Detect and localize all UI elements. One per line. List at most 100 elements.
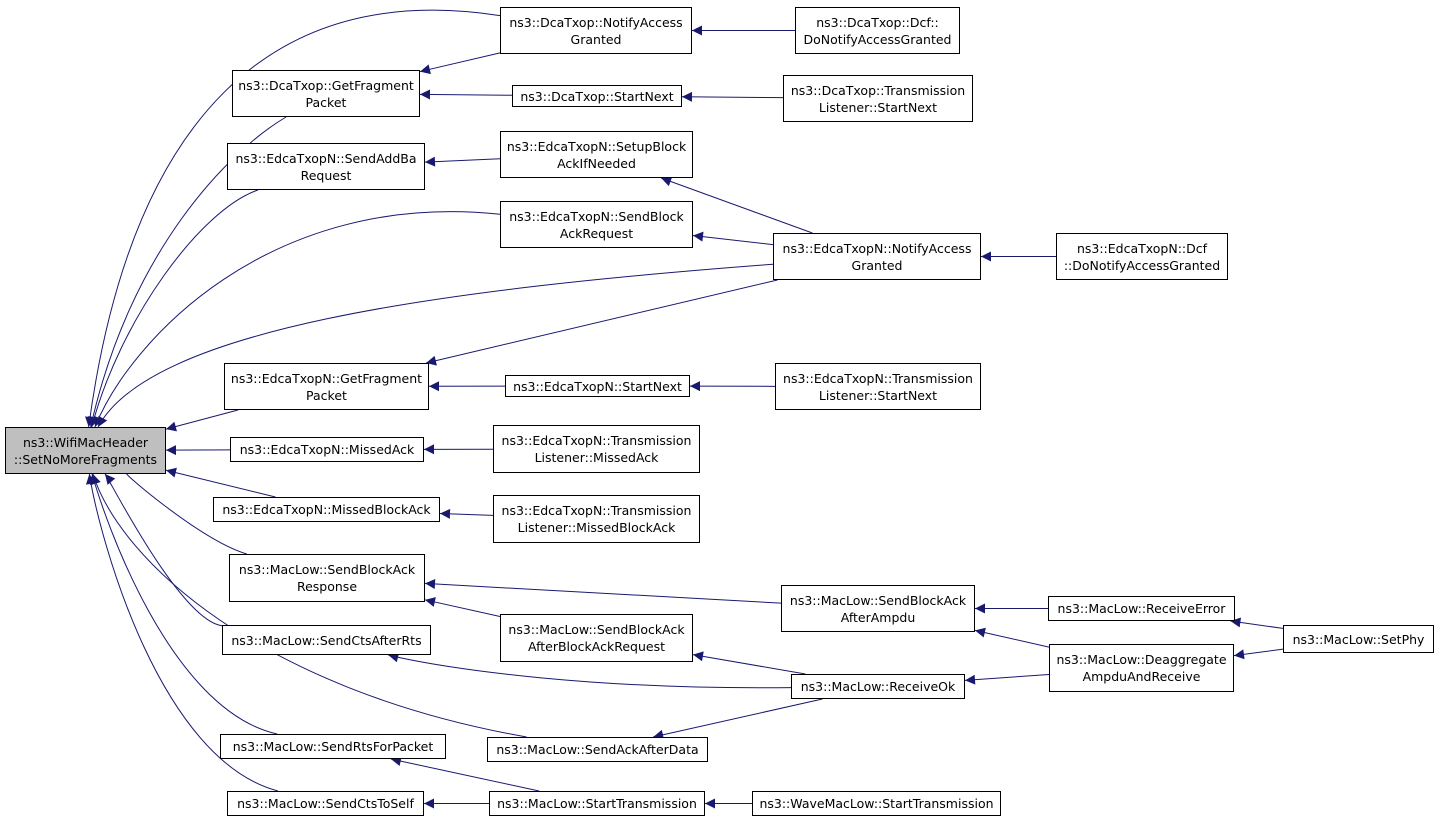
node-ml_sendctsafterrts[interactable]: ns3::MacLow::SendCtsAfterRts bbox=[222, 625, 431, 655]
node-ml_sendctstoself[interactable]: ns3::MacLow::SendCtsToSelf bbox=[227, 791, 424, 816]
node-root[interactable]: ns3::WifiMacHeader::SetNoMoreFragments bbox=[5, 427, 166, 474]
call-edge-ml_sendctstoself-to-root bbox=[85, 473, 279, 792]
node-label-line: ns3::EdcaTxopN::Dcf bbox=[1076, 240, 1208, 256]
node-edca_missedblockack[interactable]: ns3::EdcaTxopN::MissedBlockAck bbox=[213, 497, 440, 522]
call-edge-dca_getfrag-to-root bbox=[88, 116, 287, 428]
node-label-line: ns3::EdcaTxopN::MissedAck bbox=[239, 442, 415, 457]
node-dca_dcf_notify[interactable]: ns3::DcaTxop::Dcf::DoNotifyAccessGranted bbox=[795, 7, 960, 54]
node-ml_receiveok[interactable]: ns3::MacLow::ReceiveOk bbox=[791, 674, 965, 699]
node-label-line: ns3::WaveMacLow::StartTransmission bbox=[759, 796, 994, 811]
call-edge-edca_tl_missedblockack-to-edca_missedblockack bbox=[439, 508, 494, 519]
call-edge-edca_getfrag-to-root bbox=[165, 409, 239, 432]
call-edge-dca_notify-to-root bbox=[85, 9, 501, 428]
node-edca_missedack[interactable]: ns3::EdcaTxopN::MissedAck bbox=[230, 437, 424, 462]
call-edge-ml_receiveok-to-ml_sendackafterdata bbox=[653, 698, 823, 740]
node-ml_setphy[interactable]: ns3::MacLow::SetPhy bbox=[1283, 625, 1434, 653]
node-label-line: ns3::DcaTxop::GetFragment bbox=[238, 77, 414, 93]
node-ml_starttransmission[interactable]: ns3::MacLow::StartTransmission bbox=[489, 791, 705, 816]
node-label-line: Request bbox=[300, 167, 352, 183]
node-ml_sendrtsforpacket[interactable]: ns3::MacLow::SendRtsForPacket bbox=[220, 734, 446, 759]
node-label-line: ns3::EdcaTxopN::StartNext bbox=[513, 378, 682, 394]
node-label-line: ns3::EdcaTxopN::SetupBlock bbox=[506, 138, 687, 154]
call-edge-ml_sendblockack_ampdu-to-ml_sendblockackresp bbox=[424, 578, 782, 604]
node-label-line: ns3::MacLow::Deaggregate bbox=[1056, 652, 1227, 667]
node-edca_startnext[interactable]: ns3::EdcaTxopN::StartNext bbox=[505, 375, 690, 397]
node-label-line: ns3::MacLow::SendCtsToSelf bbox=[237, 796, 414, 811]
call-edge-ml_sendblockack_bar-to-ml_sendblockackresp bbox=[424, 597, 501, 618]
node-label-line: Listener::MissedBlockAck bbox=[517, 520, 676, 535]
call-edge-ml_sendblockackresp-to-root bbox=[115, 464, 247, 555]
call-edge-ml_receiveok-to-ml_sendctsafterrts bbox=[388, 652, 792, 689]
node-label-line: ns3::MacLow::SendCtsAfterRts bbox=[231, 632, 422, 648]
node-label-line: AfterAmpdu bbox=[840, 609, 916, 625]
node-label-line: AfterBlockAckRequest bbox=[527, 639, 666, 654]
node-label-line: ns3::MacLow::SendBlockAck bbox=[508, 622, 685, 637]
node-label-line: ns3::MacLow::SendBlockAck bbox=[238, 562, 416, 577]
call-edge-ml_setphy-to-ml_deaggregate bbox=[1233, 648, 1284, 660]
node-ml_sendackafterdata[interactable]: ns3::MacLow::SendAckAfterData bbox=[487, 737, 708, 762]
node-label-line: Listener::StartNext bbox=[818, 387, 938, 403]
call-edge-edca_notify-to-edca_setupblock bbox=[660, 176, 813, 234]
node-label-line: ns3::DcaTxop::Transmission bbox=[790, 82, 966, 98]
call-edge-ml_sendctsafterrts-to-root bbox=[104, 473, 223, 627]
node-label-line: ns3::EdcaTxopN::SendAddBa bbox=[235, 150, 417, 166]
node-label-line: Response bbox=[296, 579, 358, 594]
call-edge-edca_missedblockack-to-root bbox=[165, 467, 276, 498]
node-dca_startnext[interactable]: ns3::DcaTxop::StartNext bbox=[512, 85, 682, 107]
node-label-line: ns3::MacLow::ReceiveError bbox=[1057, 601, 1226, 616]
node-label-line: ns3::MacLow::SendAckAfterData bbox=[496, 742, 699, 757]
node-edca_dcf_notify[interactable]: ns3::EdcaTxopN::Dcf::DoNotifyAccessGrant… bbox=[1056, 233, 1228, 280]
node-label-line: ns3::MacLow::SetPhy bbox=[1292, 631, 1425, 647]
node-label-line: Granted bbox=[570, 31, 622, 47]
call-edge-ml_starttransmission-to-ml_sendrtsforpacket bbox=[390, 756, 540, 792]
call-edge-dca_notify-to-dca_getfrag bbox=[419, 52, 501, 75]
node-label-line: ns3::WifiMacHeader bbox=[22, 434, 149, 450]
node-label-line: AckIfNeeded bbox=[557, 155, 636, 171]
node-label-line: ns3::EdcaTxopN::SendBlock bbox=[509, 208, 684, 224]
node-label-line: Granted bbox=[851, 257, 903, 273]
node-label-line: DoNotifyAccessGranted bbox=[803, 31, 952, 47]
node-label-line: ns3::DcaTxop::StartNext bbox=[520, 88, 674, 104]
call-edge-edca_sendaddba-to-root bbox=[89, 189, 259, 428]
node-label-line: ns3::MacLow::StartTransmission bbox=[497, 796, 697, 811]
node-wml_starttransmission[interactable]: ns3::WaveMacLow::StartTransmission bbox=[752, 791, 1001, 816]
node-label-line: Packet bbox=[305, 94, 347, 110]
node-label-line: ns3::MacLow::SendRtsForPacket bbox=[232, 739, 434, 754]
node-label-line: Packet bbox=[306, 387, 347, 403]
node-label-line: ns3::EdcaTxopN::NotifyAccess bbox=[782, 240, 972, 256]
call-edge-edca_notify-to-edca_getfrag bbox=[425, 279, 778, 366]
node-label-line: ns3::EdcaTxopN::Transmission bbox=[501, 503, 692, 518]
node-label-line: AckRequest bbox=[559, 225, 634, 241]
call-edge-ml_receiveok-to-ml_sendblockack_bar bbox=[692, 651, 806, 675]
call-edge-ml_sendrtsforpacket-to-root bbox=[89, 473, 278, 735]
call-edge-ml_deaggregate-to-ml_receiveok bbox=[964, 673, 1050, 685]
node-ml_receiveerror[interactable]: ns3::MacLow::ReceiveError bbox=[1048, 596, 1235, 621]
node-label-line: Listener::StartNext bbox=[818, 99, 938, 115]
call-edge-edca_notify-to-edca_sendblockack bbox=[692, 231, 774, 246]
call-edge-ml_deaggregate-to-ml_sendblockack_ampdu bbox=[974, 627, 1050, 648]
node-label-line: ns3::EdcaTxopN::MissedBlockAck bbox=[222, 502, 431, 517]
node-label-line: AmpduAndReceive bbox=[1082, 669, 1201, 684]
call-edge-edca_setupblock-to-edca_sendaddba bbox=[424, 156, 501, 167]
node-label-line: ns3::EdcaTxopN::Transmission bbox=[501, 433, 692, 448]
node-label-line: ns3::EdcaTxopN::GetFragment bbox=[230, 370, 423, 386]
node-label-line: ns3::DcaTxop::Dcf:: bbox=[816, 14, 939, 30]
call-edge-dca_startnext-to-dca_getfrag bbox=[419, 89, 513, 100]
